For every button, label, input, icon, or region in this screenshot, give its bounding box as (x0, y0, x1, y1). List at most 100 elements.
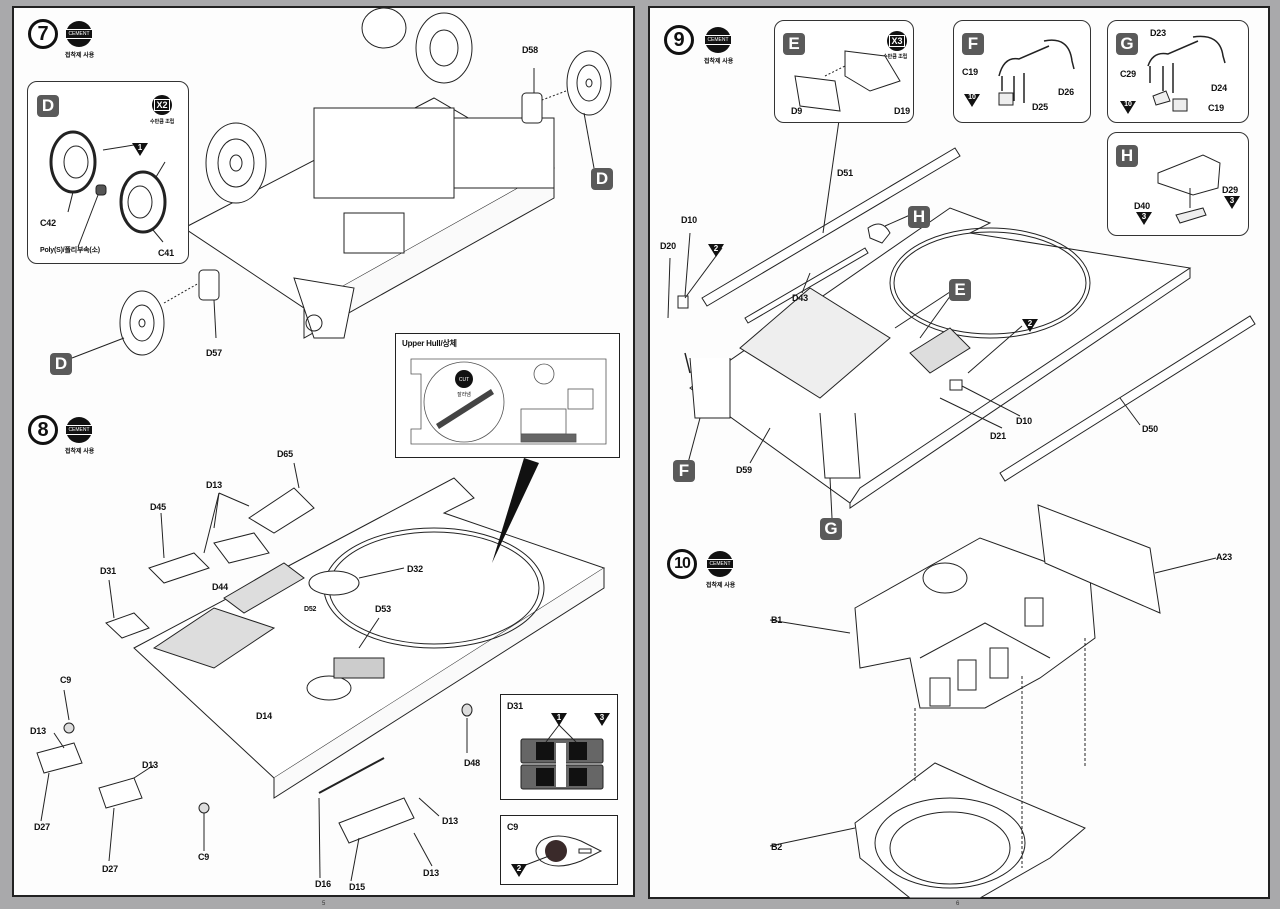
turret-upper-drawing (854, 537, 1096, 709)
part-label-d19: D19 (894, 106, 910, 116)
cement-note: 접착제 사용 (65, 53, 95, 59)
part-label-c29: C29 (1120, 69, 1136, 79)
part-label-d57: D57 (206, 348, 222, 358)
part-label-d31: D31 (100, 566, 116, 576)
part-d48-drawing (461, 703, 473, 717)
part-label-c9: C9 (198, 852, 210, 862)
part-label-d53: D53 (375, 604, 391, 614)
marker-triangle (1120, 101, 1136, 114)
subassembly-e-box: E X3 수만큼 조립 D9 D19 (774, 20, 914, 123)
wheel-assembly-drawing (49, 130, 167, 248)
instruction-page-left: 7 CEMENT 접착제 사용 D X2 수만큼 조립 1 C42 C41 Po… (12, 6, 635, 897)
part-label-d10: D10 (681, 215, 697, 225)
cut-badge: CUT (459, 377, 469, 383)
side-rails-drawing (701, 147, 1256, 482)
part-label-d21: D21 (990, 431, 1006, 441)
part-label-c42: C42 (40, 218, 56, 228)
part-label-c19: C19 (962, 67, 978, 77)
part-label-c19: C19 (1208, 103, 1224, 113)
d31-detail-drawing (520, 724, 604, 790)
part-d58-drawing (521, 92, 543, 124)
step-9-10-line-drawings (667, 77, 1256, 899)
multiplier-note: 수만큼 조립 (883, 54, 908, 60)
marker-triangle (594, 713, 610, 726)
part-label-d27: D27 (102, 864, 118, 874)
lower-hull-plate-drawing (689, 207, 1192, 509)
part-label-d13: D13 (442, 816, 458, 826)
part-label-d43: D43 (792, 293, 808, 303)
part-d65-drawing (248, 487, 315, 534)
part-label-d9: D9 (791, 106, 803, 116)
part-label-d32: D32 (407, 564, 423, 574)
part-label-b1: B1 (771, 615, 783, 625)
part-label-b2: B2 (771, 842, 783, 852)
marker-triangle (1224, 196, 1240, 209)
cement-note: 접착제 사용 (65, 449, 95, 455)
part-label-d27: D27 (34, 822, 50, 832)
road-wheel-drawings (119, 8, 612, 356)
step-9-number: 9 (664, 25, 694, 55)
part-h-drawing (867, 223, 891, 244)
callout-d-right: D (591, 168, 613, 190)
part-label-d26: D26 (1058, 87, 1074, 97)
marker-triangle (551, 713, 567, 726)
subassembly-g-box: G D23 C29 D24 C19 10 (1107, 20, 1249, 123)
part-label-d14: D14 (256, 711, 272, 721)
upper-hull-top-view: CUT 잘라냄 (410, 358, 607, 445)
instruction-page-right: 9 CEMENT 접착제 사용 E X3 수만큼 조립 D9 D19 F C19… (648, 6, 1270, 899)
part-label-d13: D13 (30, 726, 46, 736)
part-label-d29: D29 (1222, 185, 1238, 195)
subassembly-f-box: F C19 D26 D25 10 (953, 20, 1091, 123)
callout-d-bottom: D (50, 353, 72, 375)
fender-g-drawing (819, 412, 861, 479)
e-assembly-drawing (794, 50, 901, 112)
part-label-d44: D44 (212, 582, 228, 592)
subassembly-letter-f: F (962, 33, 984, 55)
cement-icon: CEMENT (66, 21, 92, 47)
part-c9-drawing-2 (198, 802, 210, 814)
multiplier-note: 수만큼 조립 (150, 119, 175, 125)
part-label-d13: D13 (142, 760, 158, 770)
part-label-d10: D10 (1016, 416, 1032, 426)
subassembly-letter-e: E (783, 33, 805, 55)
part-label-d23: D23 (1150, 28, 1166, 38)
h-assembly-drawing (1157, 154, 1221, 224)
subassembly-letter-h: H (1116, 145, 1138, 167)
step-7-number: 7 (28, 19, 58, 49)
callout-e: E (949, 279, 971, 301)
multiplier-badge: X2 (152, 95, 172, 115)
part-d45-drawing (148, 552, 210, 584)
g-assembly-drawing (1147, 35, 1226, 112)
callout-g: G (820, 518, 842, 540)
subassembly-d-box: D X2 수만큼 조립 1 C42 C41 Poly(S)/폴리부속(소) (27, 81, 189, 264)
callout-f: F (673, 460, 695, 482)
detail-d31-box: D31 1 3 (500, 694, 618, 800)
hull-chassis-drawing (183, 97, 556, 339)
subassembly-letter-d: D (37, 95, 59, 117)
cut-note: 잘라냄 (457, 391, 471, 398)
detail-c9-box: C9 2 (500, 815, 618, 885)
part-label-d24: D24 (1211, 83, 1227, 93)
part-label-a23: A23 (1216, 552, 1232, 562)
cement-icon: CEMENT (707, 551, 733, 577)
part-c9-drawing (63, 722, 75, 734)
subassembly-letter-g: G (1116, 33, 1138, 55)
step-10-number: 10 (667, 549, 697, 579)
part-label-d40: D40 (1134, 201, 1150, 211)
part-label-d65: D65 (277, 449, 293, 459)
part-d16-drawing (318, 757, 385, 794)
detail-c9-title: C9 (507, 822, 519, 832)
marker-triangle (708, 244, 724, 257)
part-label-d59: D59 (736, 465, 752, 475)
callout-h: H (908, 206, 930, 228)
detail-d31-title: D31 (507, 701, 523, 711)
part-label-d48: D48 (464, 758, 480, 768)
upper-hull-inset: Upper Hull/상체 CUT 잘라냄 (395, 333, 620, 458)
upper-hull-plate-drawing (133, 477, 606, 799)
f-assembly-drawing (998, 39, 1075, 106)
part-a23-drawing (1037, 504, 1161, 614)
part-d27-drawing-2 (98, 777, 143, 809)
part-label-d13: D13 (423, 868, 439, 878)
cement-icon: CEMENT (705, 27, 731, 53)
part-d44-drawing (213, 532, 270, 564)
